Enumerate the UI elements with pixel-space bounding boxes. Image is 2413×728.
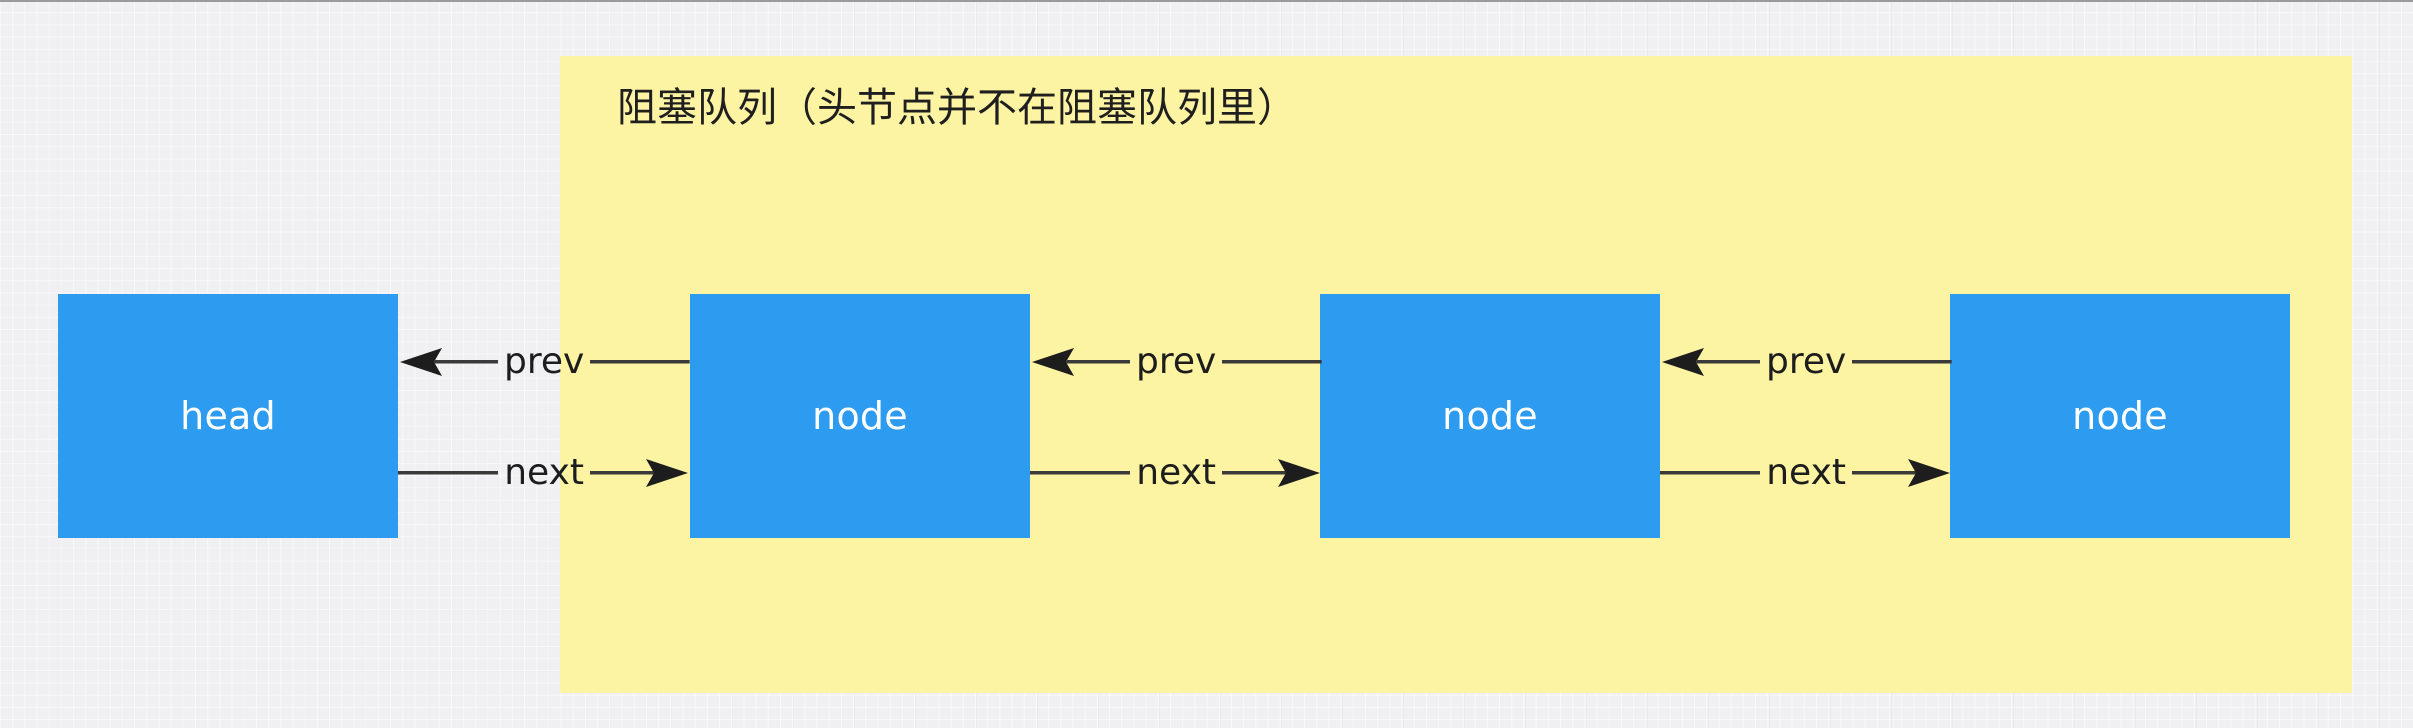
node-box-label: node [1442, 394, 1538, 438]
next-label: next [1136, 452, 1216, 493]
node-box-1[interactable]: node [690, 294, 1030, 538]
next-link-0: next [398, 453, 690, 493]
node-box-head[interactable]: head [58, 294, 398, 538]
next-label: next [504, 452, 584, 493]
node-box-2[interactable]: node [1320, 294, 1660, 538]
next-link-2: next [1660, 453, 1952, 493]
top-divider [0, 0, 2413, 2]
node-box-label: head [180, 394, 276, 438]
prev-label: prev [1766, 341, 1847, 382]
arrow-right-icon [1852, 459, 1950, 487]
link-line [1660, 471, 1761, 475]
prev-link-2: prev [1660, 342, 1952, 382]
arrow-left-icon [1662, 348, 1760, 376]
next-label: next [1766, 452, 1846, 493]
node-box-3[interactable]: node [1950, 294, 2290, 538]
prev-link-0: prev [398, 342, 690, 382]
node-box-label: node [812, 394, 908, 438]
connector-group-1: prev next [1030, 294, 1322, 538]
link-line [1852, 360, 1952, 364]
node-box-label: node [2072, 394, 2168, 438]
link-line [1222, 360, 1322, 364]
connector-group-0: prev next [398, 294, 690, 538]
arrow-left-icon [1032, 348, 1130, 376]
prev-label: prev [1136, 341, 1217, 382]
link-line [1030, 471, 1131, 475]
connector-group-2: prev next [1660, 294, 1952, 538]
next-link-1: next [1030, 453, 1322, 493]
prev-label: prev [504, 341, 585, 382]
arrow-left-icon [400, 348, 498, 376]
queue-region-title: 阻塞队列（头节点并不在阻塞队列里） [617, 85, 1297, 131]
arrow-right-icon [1222, 459, 1320, 487]
link-line [590, 360, 690, 364]
arrow-right-icon [590, 459, 688, 487]
prev-link-1: prev [1030, 342, 1322, 382]
link-line [398, 471, 499, 475]
